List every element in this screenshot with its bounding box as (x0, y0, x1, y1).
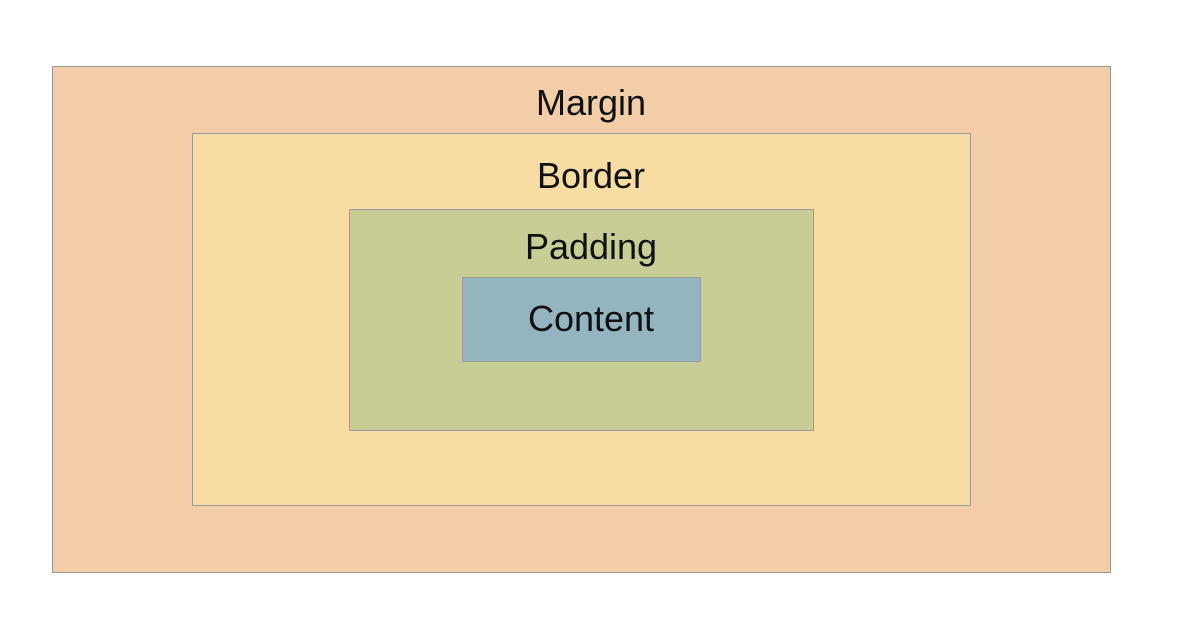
border-label: Border (536, 155, 646, 196)
content-label: Content (527, 298, 655, 339)
margin-label: Margin (535, 82, 647, 123)
content-box (462, 277, 701, 362)
padding-label: Padding (524, 226, 658, 267)
